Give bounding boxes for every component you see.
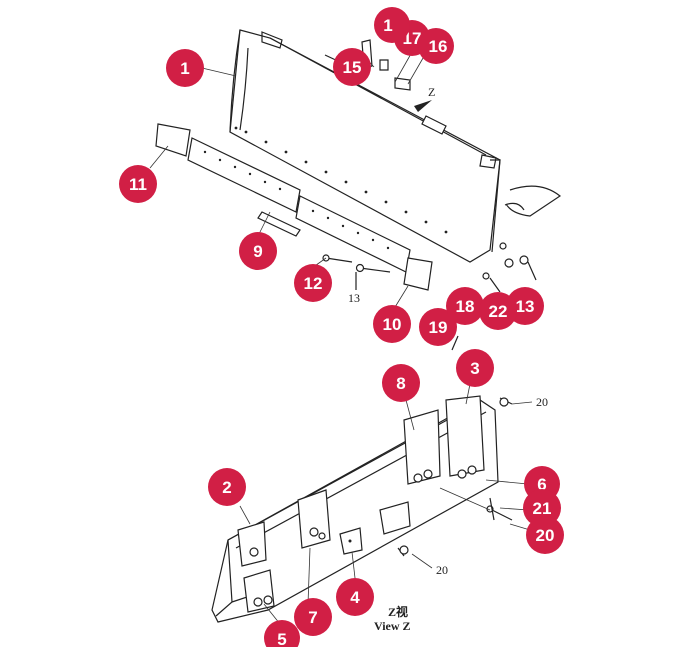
callout-19[interactable]: 19: [419, 308, 457, 346]
callout-16[interactable]: 16: [418, 28, 454, 64]
part-callouts: 1 17 16 1 15 11 9 12 10 19 18 13 22 3 8 …: [119, 7, 564, 647]
svg-text:4: 4: [350, 588, 360, 607]
callout-22[interactable]: 22: [479, 292, 517, 330]
callout-11[interactable]: 11: [119, 165, 157, 203]
callout-8[interactable]: 8: [382, 364, 420, 402]
svg-text:9: 9: [253, 242, 262, 261]
bolt-20-label-b: 20: [436, 563, 448, 577]
svg-text:16: 16: [429, 37, 448, 56]
svg-text:7: 7: [308, 608, 317, 627]
bolt-20-label-a: 20: [536, 395, 548, 409]
callout-9[interactable]: 9: [239, 232, 277, 270]
svg-text:8: 8: [396, 374, 405, 393]
bolt-13-label: 13: [348, 291, 360, 305]
callout-2[interactable]: 2: [208, 468, 246, 506]
svg-text:1: 1: [383, 16, 392, 35]
svg-text:20: 20: [536, 526, 555, 545]
blade-front-view: Z 13: [155, 29, 562, 305]
callout-10[interactable]: 10: [373, 305, 411, 343]
callout-15[interactable]: 15: [333, 48, 371, 86]
blade-rear-view: [211, 335, 513, 623]
moldboard-bolt-holes: [234, 126, 448, 234]
callout-3[interactable]: 3: [456, 349, 494, 387]
svg-text:2: 2: [222, 478, 231, 497]
cutting-edge-holes: [203, 150, 390, 250]
callout-1b[interactable]: 1: [374, 7, 410, 43]
svg-text:11: 11: [129, 175, 147, 194]
callout-12[interactable]: 12: [294, 264, 332, 302]
callout-4[interactable]: 4: [336, 578, 374, 616]
svg-text:3: 3: [470, 359, 479, 378]
callout-20[interactable]: 20: [526, 516, 564, 554]
svg-text:12: 12: [304, 274, 323, 293]
svg-text:6: 6: [537, 475, 546, 494]
svg-text:13: 13: [516, 297, 535, 316]
callout-18[interactable]: 18: [446, 287, 484, 325]
callout-1[interactable]: 1: [166, 49, 204, 87]
z-arrow-label: Z: [428, 85, 435, 99]
svg-text:5: 5: [277, 630, 286, 647]
svg-text:21: 21: [533, 499, 552, 518]
callout-5[interactable]: 5: [264, 620, 300, 647]
svg-text:18: 18: [456, 297, 475, 316]
svg-text:15: 15: [343, 58, 362, 77]
view-z-chinese-label: Z视: [388, 604, 408, 619]
callout-7[interactable]: 7: [294, 598, 332, 636]
svg-text:19: 19: [429, 318, 448, 337]
view-z-english-label: View Z: [374, 619, 411, 633]
svg-text:22: 22: [489, 302, 508, 321]
svg-text:1: 1: [180, 59, 189, 78]
svg-text:10: 10: [383, 315, 402, 334]
view-z-arrow: [414, 100, 432, 112]
